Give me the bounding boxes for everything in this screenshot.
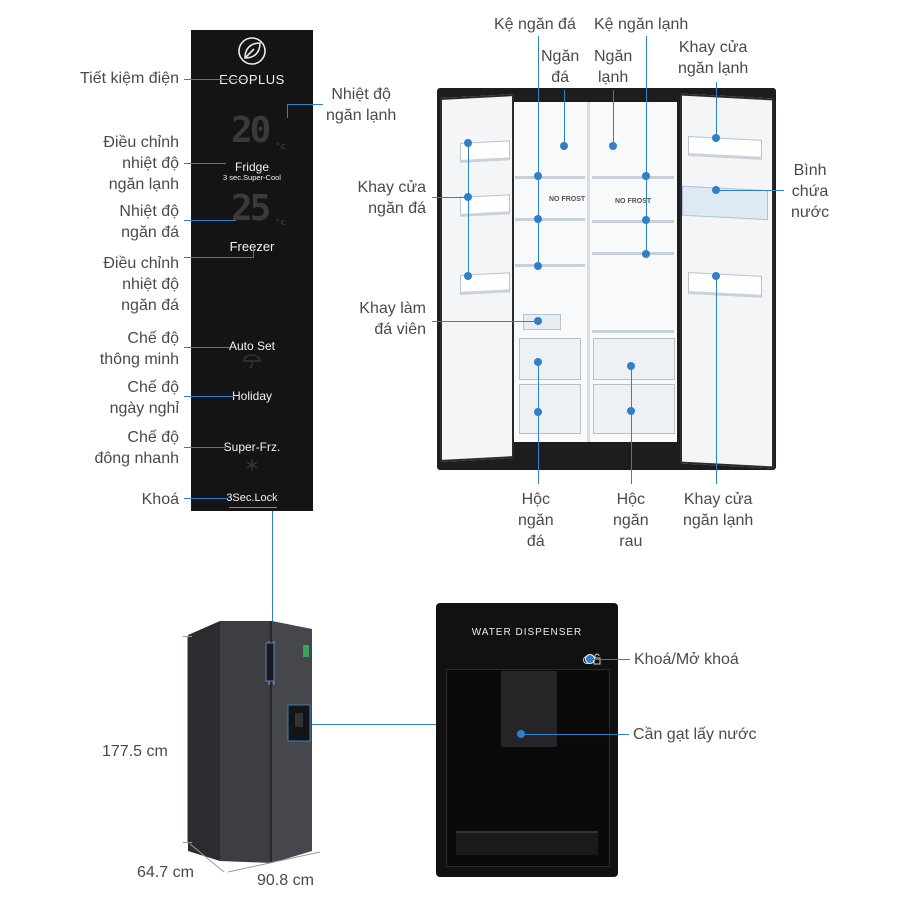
no-frost-fridge: NO FROST [615, 198, 652, 205]
dispenser-title: WATER DISPENSER [471, 627, 583, 638]
label-lock: Khoá [141, 491, 179, 508]
line-lock [184, 498, 228, 499]
label-fridge-shelf: Kệ ngăn lạnh [594, 16, 689, 33]
door-bin [688, 271, 762, 298]
line-panel-to-fridge [272, 511, 273, 649]
footprint-dims [189, 843, 321, 873]
height-dim-tick-top [183, 636, 192, 637]
line-freezer-temp [184, 220, 236, 221]
line-fridge-door-tray-top [716, 82, 717, 138]
line-fridge-shelf [646, 36, 647, 256]
line-freezer-box [538, 362, 539, 484]
veg-drawer [593, 338, 675, 380]
divider [587, 102, 590, 442]
line-freezer-door-tray-v [468, 143, 469, 277]
line-energy [184, 79, 246, 80]
umbrella-icon [243, 354, 261, 368]
water-dispenser: WATER DISPENSER [436, 603, 618, 877]
line-water-lever [521, 734, 629, 735]
freezer-temp-unit: °c [275, 218, 286, 228]
height-dim-tick-bottom [183, 842, 192, 843]
label-energy-saving: Tiết kiệm điện [80, 70, 179, 87]
depth-dim: 64.7 cm [137, 864, 194, 881]
line-fridge-to-dispenser [312, 724, 436, 725]
line-fridge-comp [613, 90, 614, 146]
fridge-temp-unit: °c [275, 142, 286, 152]
label-lock-unlock: Khoá/Mở khoá [634, 651, 739, 668]
freezer-drawer [519, 384, 581, 434]
holiday-button[interactable]: Holiday [231, 389, 273, 403]
fridge-button[interactable]: Fridge [234, 160, 269, 174]
super-frz-button[interactable]: Super-Frz. [223, 440, 281, 454]
line-lock-unlock [592, 659, 630, 660]
fridge-temp-display: 20 [231, 110, 271, 151]
lock-button[interactable]: 3Sec.Lock [226, 492, 278, 504]
fridge-shelf [592, 220, 674, 223]
ecoplus-button[interactable]: ECOPLUS [219, 72, 285, 87]
fridge-interior: NO FROST NO FROST [437, 88, 776, 470]
fridge-shelf [592, 330, 674, 333]
line-smart [184, 347, 230, 348]
freezer-shelf [515, 264, 585, 267]
door-bin [688, 135, 762, 160]
eco-leaf-icon [238, 37, 266, 65]
ice-tray [523, 314, 561, 330]
line-fridge-adjust [184, 163, 226, 164]
line-freezer-door-tray [432, 197, 468, 198]
line-freezer-adjust-v [253, 248, 254, 258]
water-lever[interactable] [501, 671, 557, 747]
freezer-drawer [519, 338, 581, 380]
drip-tray [456, 831, 598, 855]
no-frost-freezer: NO FROST [549, 196, 586, 203]
control-panel: ECOPLUS 20 °c Fridge 3 sec.Super-Cool 25… [191, 30, 313, 511]
snowflake-icon [246, 459, 258, 471]
freezer-shelf [515, 176, 585, 179]
label-water-lever: Cần gạt lấy nước [633, 726, 757, 743]
line-fridge-temp-v [287, 104, 288, 118]
label-freezer-shelf: Kệ ngăn đá [494, 16, 576, 33]
lock-underline [229, 507, 277, 508]
line-freezer-adjust-h [184, 257, 254, 258]
line-holiday [184, 396, 234, 397]
fridge-door [680, 93, 774, 469]
line-water-tank [716, 190, 784, 191]
fridge-shelf [592, 252, 674, 255]
line-fast-freeze [184, 447, 226, 448]
freezer-door [440, 94, 514, 462]
closed-fridge [188, 621, 312, 863]
super-cool-hint: 3 sec.Super-Cool [223, 173, 281, 182]
freezer-temp-display: 25 [231, 188, 271, 229]
line-fridge-temp-h [287, 104, 323, 105]
height-dim: 177.5 cm [102, 743, 168, 760]
line-freezer-shelf [538, 36, 539, 268]
fridge-shelf [592, 176, 674, 179]
freezer-button[interactable]: Freezer [229, 239, 275, 254]
line-fridge-door-tray-bottom [716, 276, 717, 484]
line-ice-tray [432, 321, 538, 322]
auto-set-button[interactable]: Auto Set [228, 339, 276, 353]
line-freezer-comp [564, 90, 565, 146]
line-veg-box [631, 366, 632, 484]
freezer-shelf [515, 218, 585, 221]
width-dim: 90.8 cm [257, 872, 314, 889]
height-dim-line [187, 636, 188, 842]
